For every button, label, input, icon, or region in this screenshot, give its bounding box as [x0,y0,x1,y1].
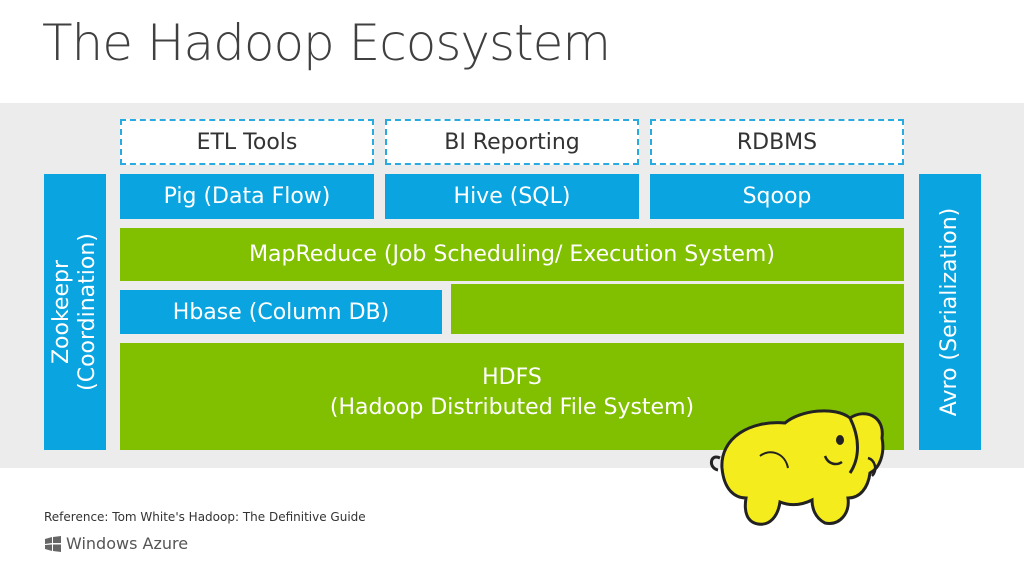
windows-flag-icon [45,535,61,552]
reference-text: Reference: Tom White's Hadoop: The Defin… [44,510,366,524]
avro-label: Avro (Serialization) [937,207,962,417]
etl-tools-box: ETL Tools [120,119,374,165]
page-title: The Hadoop Ecosystem [42,14,611,72]
hive-box: Hive (SQL) [385,174,639,219]
bi-reporting-box: BI Reporting [385,119,639,165]
mapreduce-box: MapReduce (Job Scheduling/ Execution Sys… [120,228,904,281]
sqoop-box: Sqoop [650,174,904,219]
hdfs-title: HDFS [482,364,542,390]
logo-text: Windows Azure [66,534,189,553]
hdfs-subtitle: (Hadoop Distributed File System) [329,394,695,420]
pig-box: Pig (Data Flow) [120,174,374,219]
hbase-box: Hbase (Column DB) [120,290,442,334]
zookeeper-sublabel: (Coordination) [75,233,100,391]
zookeeper-label: Zookeepr [49,259,74,365]
avro-box: Avro (Serialization) [919,174,981,450]
green-filler-box [451,284,904,334]
zookeeper-box: Zookeepr (Coordination) [44,174,106,450]
rdbms-box: RDBMS [650,119,904,165]
windows-azure-logo: Windows Azure [44,534,188,553]
hadoop-elephant-logo [710,409,885,526]
